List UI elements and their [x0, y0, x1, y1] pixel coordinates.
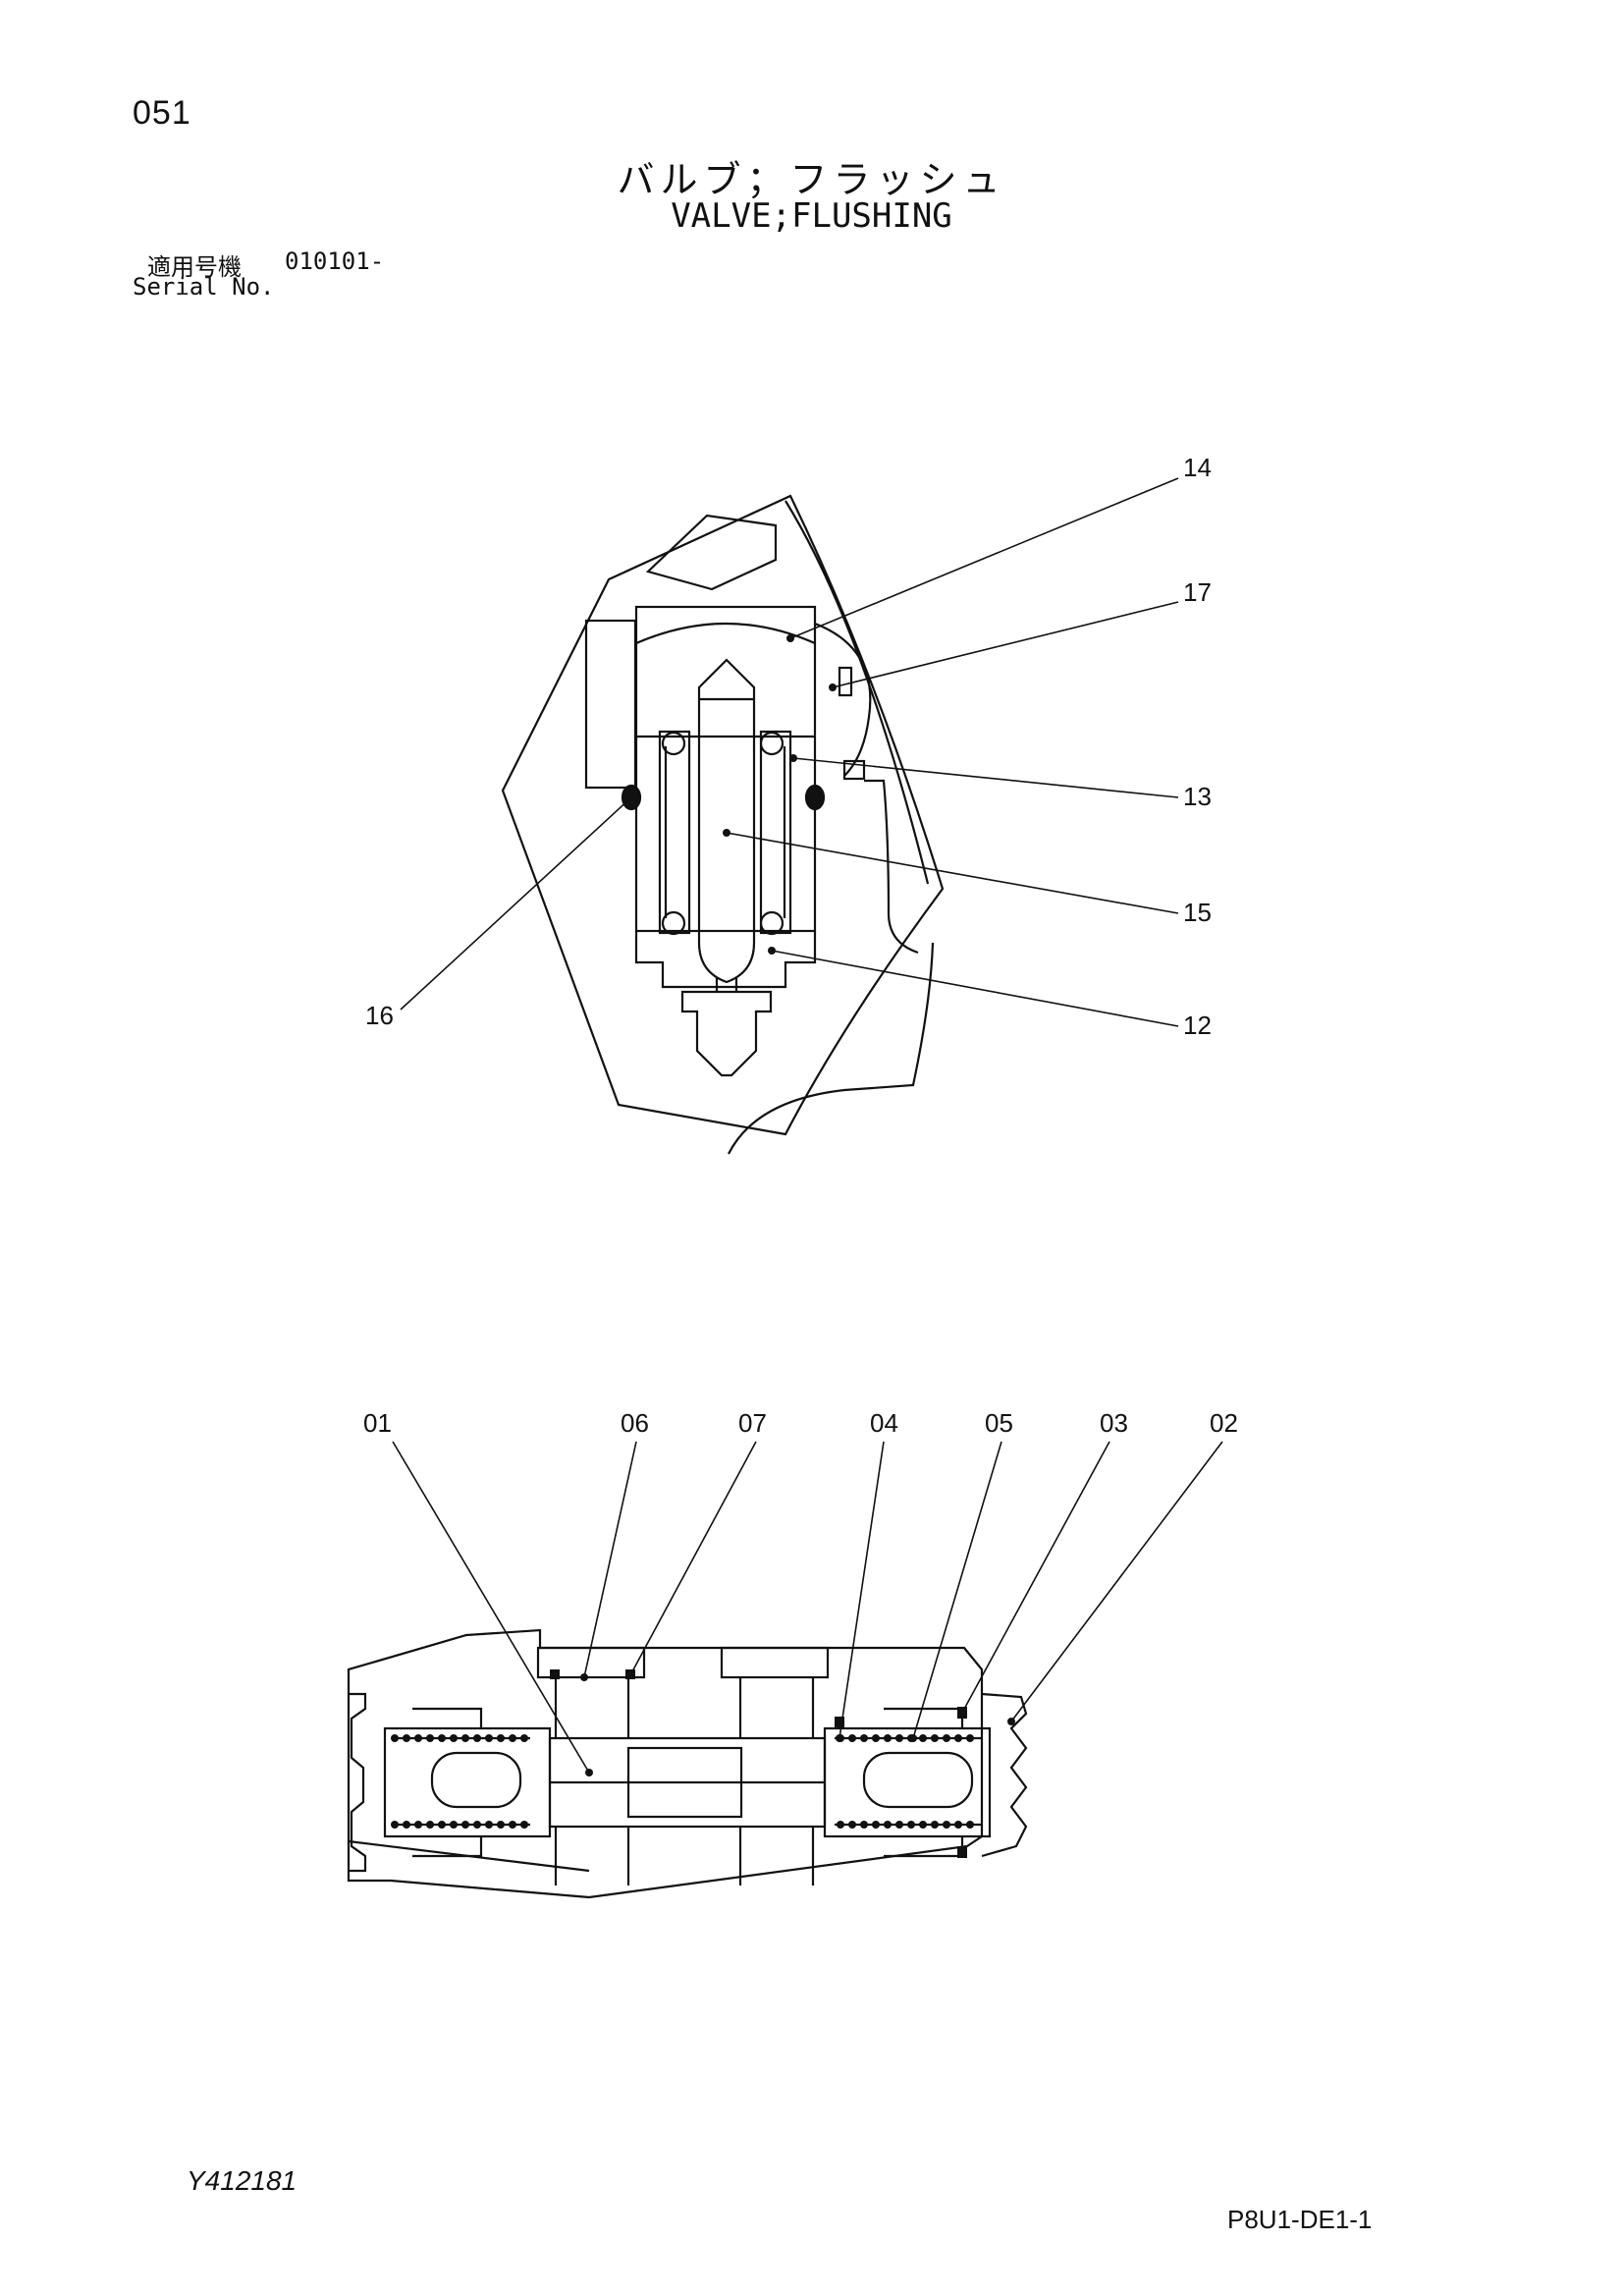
callout-04: 04	[870, 1408, 898, 1438]
lower-valve-view	[347, 1628, 1028, 1899]
callout-02: 02	[1210, 1408, 1238, 1438]
callout-15: 15	[1183, 898, 1212, 927]
page-number: 051	[133, 94, 191, 132]
title-japanese: バルブ；フラッシュ	[617, 158, 1006, 201]
callout-07: 07	[738, 1408, 767, 1438]
upper-valve-view	[501, 494, 945, 1155]
figure-code: Y412181	[187, 2165, 298, 2196]
serial-label-japanese: 適用号機	[147, 253, 242, 281]
serial-label-english: Serial No.	[133, 273, 275, 301]
callout-14: 14	[1183, 453, 1212, 482]
title-english: VALVE;FLUSHING	[671, 196, 952, 236]
callout-06: 06	[621, 1408, 649, 1438]
callout-05: 05	[985, 1408, 1013, 1438]
callout-12: 12	[1183, 1011, 1212, 1040]
callout-01: 01	[363, 1408, 392, 1438]
callout-17: 17	[1183, 577, 1212, 607]
callout-13: 13	[1183, 782, 1212, 811]
callout-03: 03	[1100, 1408, 1128, 1438]
serial-value: 010101-	[285, 247, 385, 275]
callout-16: 16	[365, 1001, 394, 1030]
page-code: P8U1-DE1-1	[1227, 2205, 1373, 2234]
